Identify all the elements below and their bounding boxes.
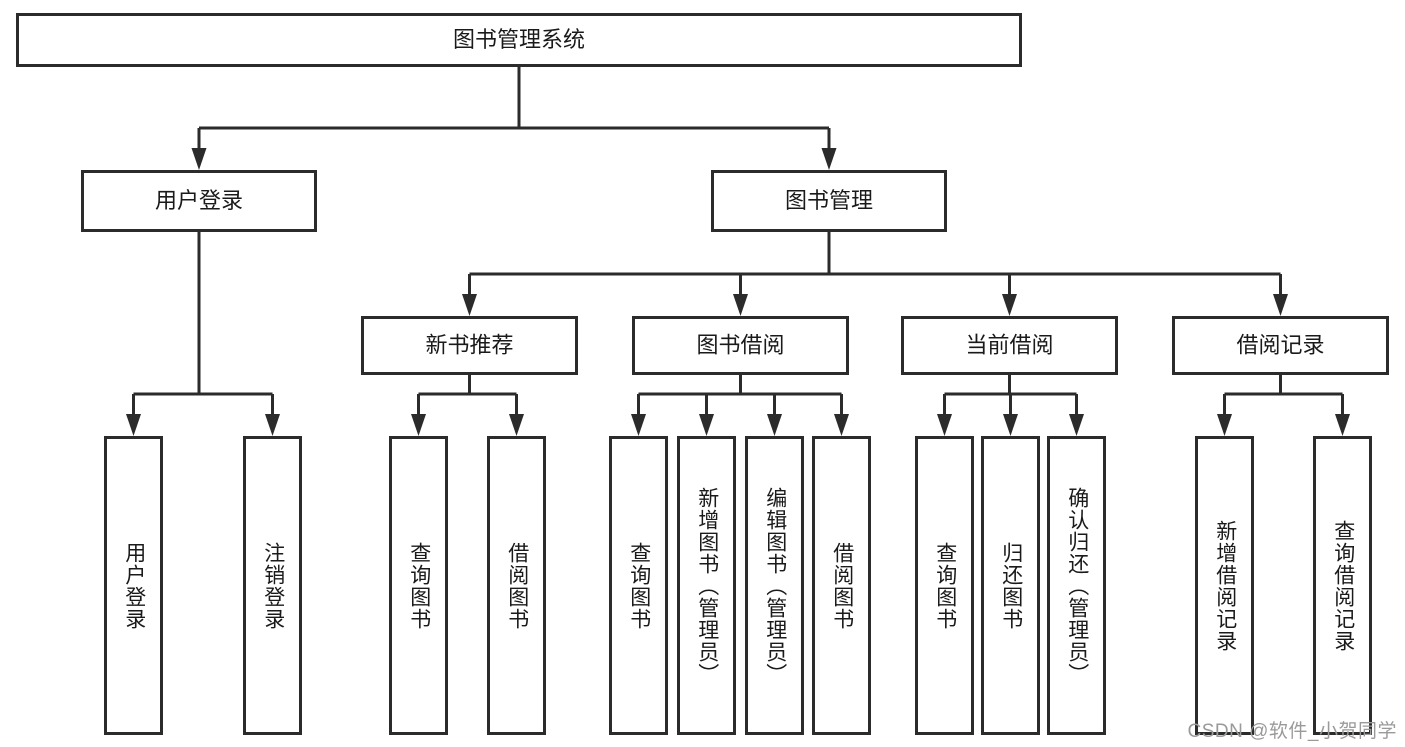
node-box-layer bbox=[16, 13, 1389, 735]
node-root-label: 图书管理系统 bbox=[453, 27, 585, 52]
node-book-manage-label: 图书管理 bbox=[785, 188, 873, 213]
node-leaf-query-record-box bbox=[1313, 436, 1372, 735]
node-leaf-add-book-box bbox=[677, 436, 736, 735]
node-leaf-query-book-1-box bbox=[389, 436, 448, 735]
node-leaf-edit-book-box bbox=[745, 436, 804, 735]
node-leaf-add-record-box bbox=[1195, 436, 1254, 735]
node-leaf-query-book-2-box bbox=[609, 436, 668, 735]
node-leaf-borrow-book-1-box bbox=[487, 436, 546, 735]
node-user-login-label: 用户登录 bbox=[155, 188, 243, 213]
node-new-book-rec-box bbox=[361, 316, 578, 375]
node-root-box bbox=[16, 13, 1022, 67]
node-borrow-record-box bbox=[1172, 316, 1389, 375]
watermark-text: CSDN @软件_小贺同学 bbox=[1187, 721, 1397, 742]
node-book-borrow-box bbox=[632, 316, 849, 375]
node-leaf-return-book-box bbox=[981, 436, 1040, 735]
node-leaf-query-book-3-box bbox=[915, 436, 974, 735]
connector-layer bbox=[126, 67, 1350, 436]
node-leaf-borrow-book-2-box bbox=[812, 436, 871, 735]
node-leaf-confirm-return-box bbox=[1047, 436, 1106, 735]
node-user-login-box bbox=[81, 170, 317, 232]
node-current-borrow-box bbox=[901, 316, 1118, 375]
node-book-manage-box bbox=[711, 170, 947, 232]
node-leaf-user-login-box bbox=[104, 436, 163, 735]
node-borrow-record-label: 借阅记录 bbox=[1236, 332, 1324, 357]
node-leaf-user-logout-box bbox=[243, 436, 302, 735]
node-book-borrow-label: 图书借阅 bbox=[696, 332, 784, 357]
node-new-book-rec-label: 新书推荐 bbox=[425, 332, 513, 357]
node-current-borrow-label: 当前借阅 bbox=[965, 332, 1053, 357]
